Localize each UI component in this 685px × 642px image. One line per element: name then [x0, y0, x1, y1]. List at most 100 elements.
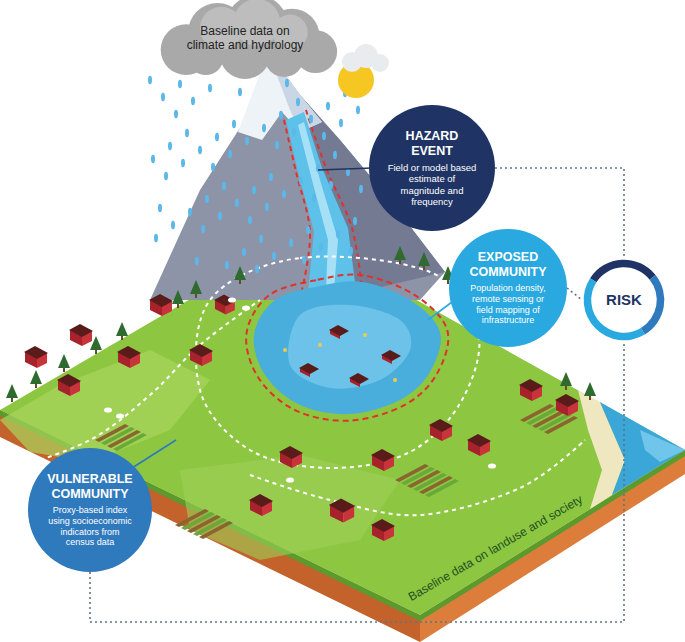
rain-drop [148, 76, 152, 84]
rain-drop [222, 182, 226, 190]
field [95, 424, 147, 451]
house-roof [279, 446, 303, 459]
rain-drop [309, 115, 313, 123]
tree [589, 396, 591, 400]
flooded-house [299, 363, 319, 377]
hazard-outline [284, 120, 310, 290]
waterfall [286, 112, 356, 292]
rain-drop [235, 199, 239, 207]
rain-drop [282, 190, 286, 198]
rain-drop [333, 151, 337, 159]
tree [239, 280, 241, 284]
tree [234, 266, 246, 284]
rain-drop [252, 186, 256, 194]
rain-drop [353, 217, 357, 225]
rain-drop [248, 216, 252, 224]
rain-drop [259, 235, 263, 243]
rain-drop [242, 248, 246, 256]
tree [565, 386, 567, 390]
house-roof [189, 344, 213, 357]
vulnerable-circle: VULNERABLE COMMUNITYProxy-based index us… [28, 448, 152, 572]
tree [63, 368, 65, 372]
rain-drop [359, 185, 363, 193]
house [117, 346, 141, 368]
circle-shape [369, 105, 495, 231]
grass-band [180, 455, 400, 560]
rain-drop [329, 181, 333, 189]
house [371, 519, 395, 541]
house-roof [117, 346, 141, 359]
rain-drop [302, 256, 306, 264]
tree [394, 246, 406, 264]
field [175, 509, 233, 539]
flooded-house [349, 373, 369, 387]
flooded-house [381, 350, 401, 364]
rain-drop [279, 111, 283, 119]
tree [560, 372, 572, 390]
rain-drop [339, 119, 343, 127]
rain-drop [168, 142, 172, 150]
sheep [242, 305, 250, 310]
house-roof [429, 419, 453, 432]
tree [58, 354, 70, 368]
house-roof [371, 519, 395, 532]
rain-drop [164, 172, 168, 180]
text-holder: HAZARD EVENTField or model based estimat… [387, 129, 478, 208]
house-roof [249, 494, 273, 507]
tree [418, 252, 430, 270]
house-roof [214, 295, 236, 307]
risk-circle: RISK [582, 258, 666, 342]
rain-drop [215, 133, 219, 141]
house [69, 324, 93, 346]
rain-drop [245, 137, 249, 145]
ring-segment [590, 260, 656, 283]
house-roof [24, 346, 48, 359]
tree [121, 336, 123, 340]
tree [399, 260, 401, 264]
field [425, 479, 459, 497]
rain-drop [262, 124, 266, 132]
field [113, 433, 147, 451]
text-holder: VULNERABLE COMMUNITYProxy-based index us… [45, 472, 134, 548]
tree [90, 336, 102, 350]
rain-drop [232, 120, 236, 128]
person [283, 348, 287, 352]
house [57, 374, 81, 396]
rain-drop [158, 204, 162, 212]
rain-drop [292, 128, 296, 136]
person [393, 378, 397, 382]
rain-drop [161, 93, 165, 101]
tree [116, 322, 128, 336]
rain-drop [336, 230, 340, 238]
flooded-house [299, 363, 319, 374]
circle-body: Proxy-based index using socioeconomic in… [45, 505, 134, 548]
house [149, 294, 173, 316]
rain-drop [201, 225, 205, 233]
text-holder: Baseline data on climate and hydrology [180, 24, 309, 53]
rain-drop [174, 110, 178, 118]
ring-segment [641, 275, 664, 335]
house [279, 446, 303, 468]
rain-drop [255, 265, 259, 273]
node-text: Baseline data on climate and hydrology [180, 24, 309, 53]
sheep [488, 463, 496, 468]
flooded-house [349, 373, 369, 384]
circle-shape [449, 229, 567, 347]
tree [11, 398, 13, 402]
tree [177, 304, 179, 308]
rain-drop [312, 194, 316, 202]
leader-line [318, 168, 372, 170]
rain-drop [178, 80, 182, 88]
circle-heading: HAZARD EVENT [387, 129, 478, 159]
rain-drop [349, 247, 353, 255]
flooded-house [329, 325, 349, 336]
circle-body: Field or model based estimate of magnitu… [387, 162, 478, 208]
flooded-house [329, 325, 349, 339]
dotted-connector [90, 342, 624, 622]
house-roof [149, 294, 173, 307]
house [329, 498, 355, 522]
rain-drop [225, 261, 229, 269]
house-roof [57, 374, 81, 387]
rain-drop [356, 106, 360, 114]
rain-drop [154, 234, 158, 242]
